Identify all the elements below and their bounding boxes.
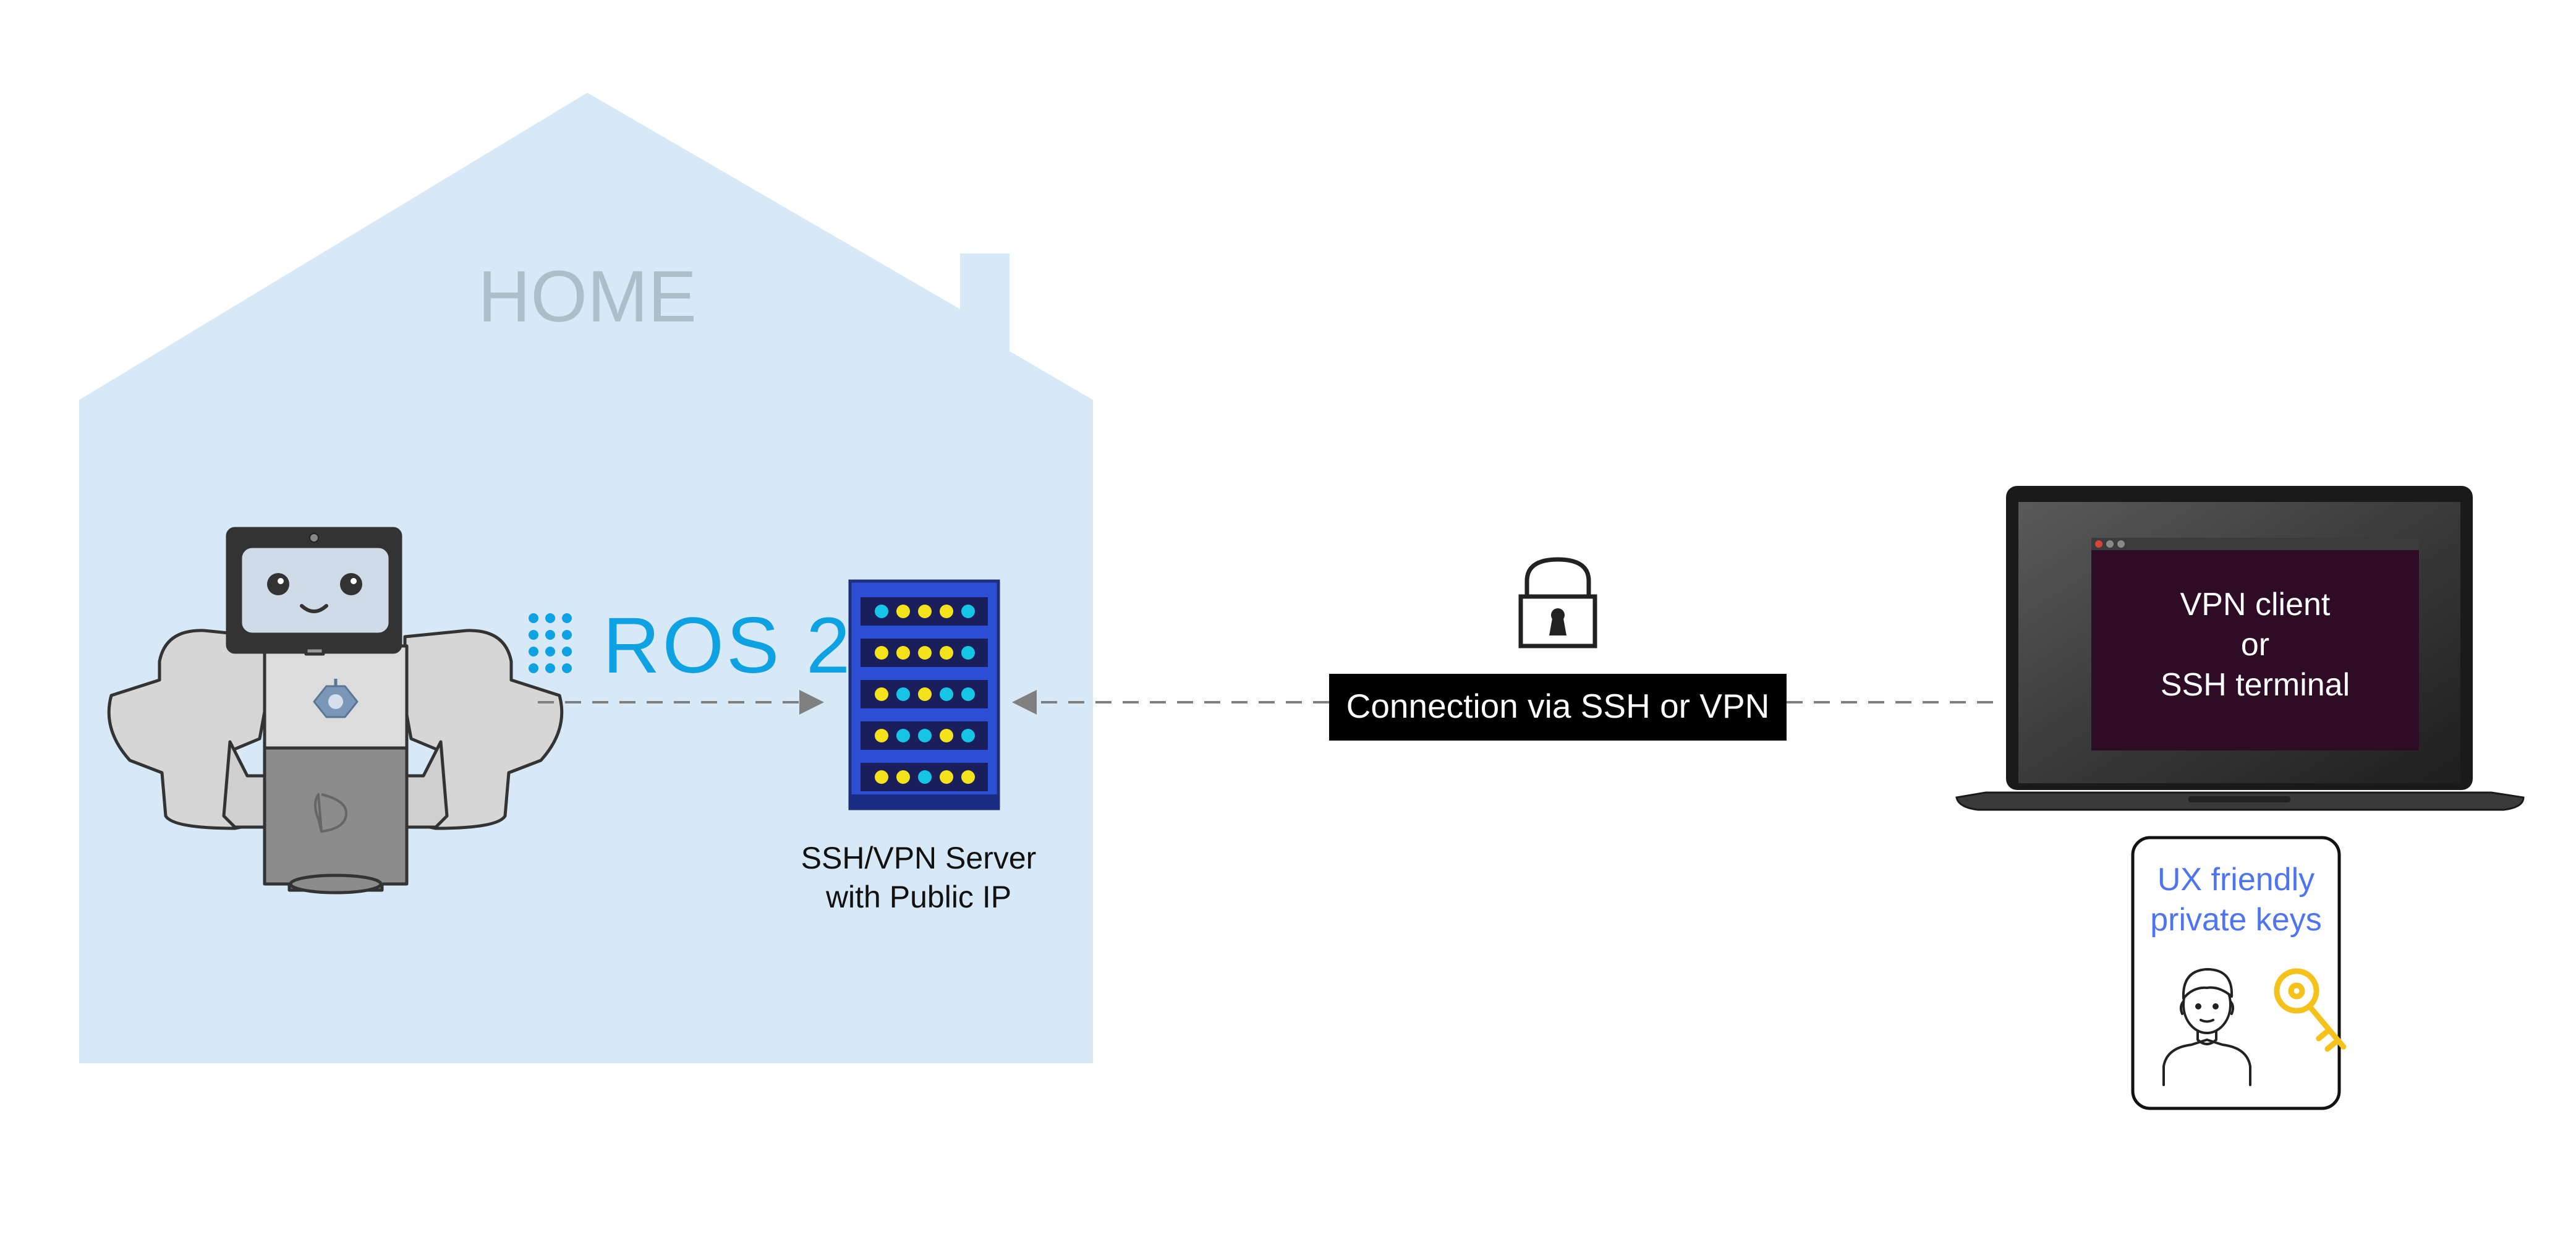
server-rack-icon	[848, 579, 1000, 810]
rack-led	[940, 729, 953, 742]
rack-led	[875, 646, 888, 660]
rack-led	[918, 646, 932, 660]
padlock-icon	[1518, 557, 1597, 648]
rack-led	[918, 729, 932, 742]
rack-led	[961, 646, 975, 660]
rack-led	[896, 605, 910, 618]
rack-led	[896, 729, 910, 742]
ros2-logo-icon: ROS 2	[529, 601, 852, 690]
server-caption-line1: SSH/VPN Server	[801, 841, 1037, 875]
person-icon	[2162, 968, 2251, 1086]
rack-led	[940, 687, 953, 701]
connection-label-box	[1329, 674, 1787, 741]
key-icon	[2274, 968, 2347, 1052]
rack-led	[875, 687, 888, 701]
rack-led	[961, 687, 975, 701]
rack-led	[961, 770, 975, 784]
rack-led	[940, 770, 953, 784]
terminal-window	[2091, 549, 2419, 750]
connection-label: Connection via SSH or VPN	[1346, 687, 1770, 725]
laptop-screen-line3: SSH terminal	[2161, 667, 2350, 703]
rack-led	[940, 646, 953, 660]
keys-card-line2: private keys	[2150, 902, 2321, 938]
laptop-screen-line1: VPN client	[2180, 587, 2331, 622]
rack-led	[940, 605, 953, 618]
rack-led	[896, 687, 910, 701]
ros2-label: ROS 2	[603, 601, 852, 690]
rack-led	[918, 687, 932, 701]
rack-led	[896, 770, 910, 784]
keys-card-line1: UX friendly	[2157, 862, 2315, 898]
server-caption-line2: with Public IP	[825, 880, 1011, 914]
laptop-icon: VPN client or SSH terminal	[1955, 486, 2525, 811]
private-keys-card: UX friendly private keys	[2131, 836, 2347, 1110]
rack-led	[961, 605, 975, 618]
home-label: HOME	[478, 256, 697, 338]
rack-led	[875, 729, 888, 742]
rack-led	[918, 605, 932, 618]
rack-led	[918, 770, 932, 784]
robot-icon	[107, 527, 564, 894]
laptop-screen-line2: or	[2241, 627, 2269, 663]
rack-led	[875, 605, 888, 618]
rack-led	[896, 646, 910, 660]
rack-led	[875, 770, 888, 784]
rack-led	[961, 729, 975, 742]
